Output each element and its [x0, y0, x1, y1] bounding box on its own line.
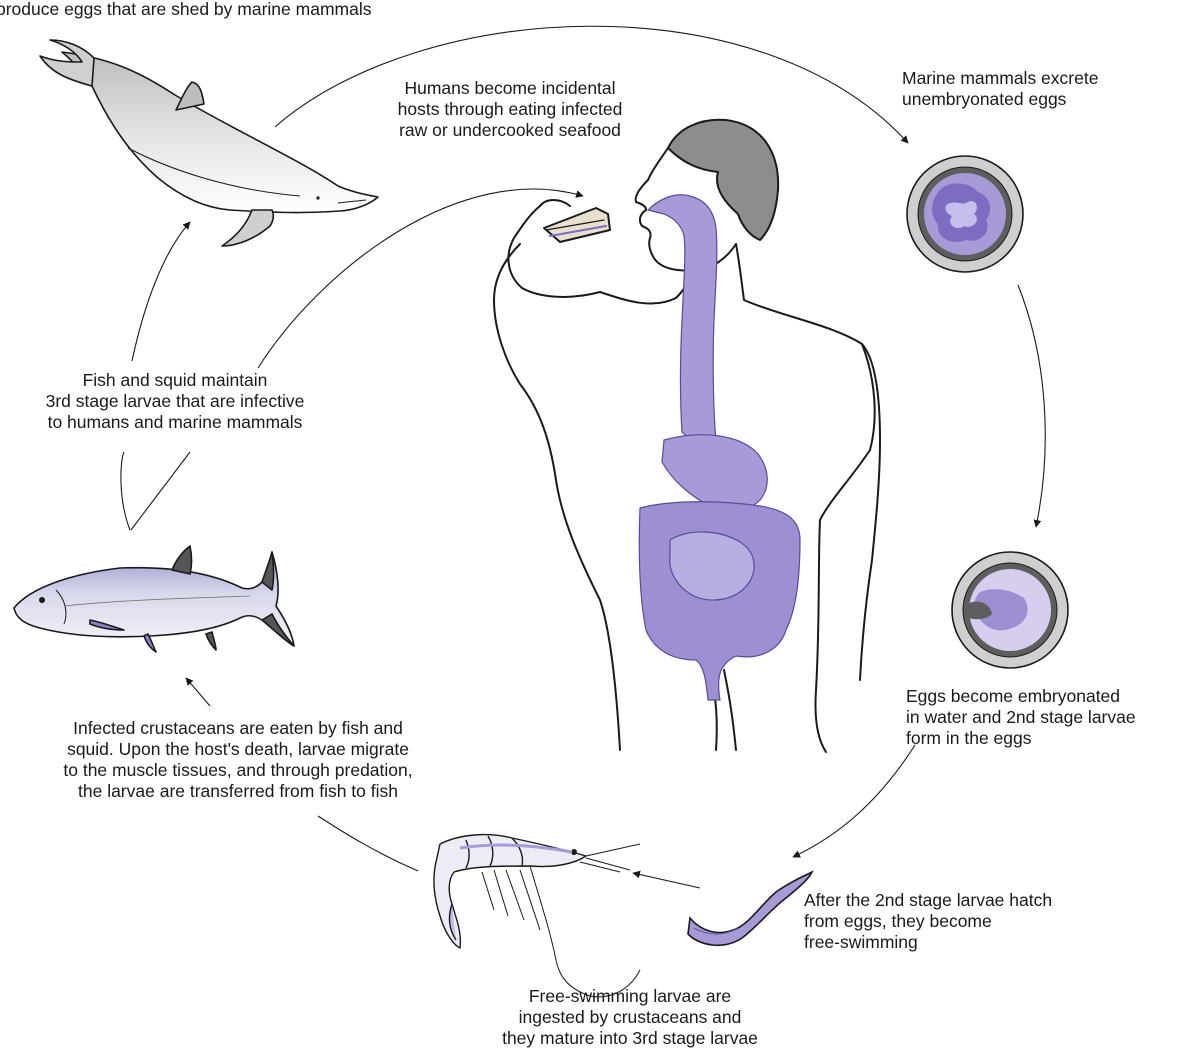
caption-line: Free-swimming larvae are	[460, 986, 800, 1007]
fish-illustration	[14, 546, 294, 652]
digestive-tract	[639, 195, 800, 700]
unembryonated-egg	[907, 156, 1023, 272]
arrow-egg-to-larva	[793, 745, 915, 857]
arrow-fish-to-dolphin-a	[132, 222, 190, 361]
caption-line: squid. Upon the host's death, larvae mig…	[18, 739, 458, 760]
caption-fish-squid: Fish and squid maintain 3rd stage larvae…	[0, 370, 350, 433]
larva-illustration	[688, 872, 812, 945]
arrow-shrimp-cycle-left	[318, 816, 418, 871]
embryonated-egg	[952, 552, 1068, 668]
caption-line: raw or undercooked seafood	[360, 120, 660, 141]
caption-line: Marine mammals excrete	[902, 68, 1098, 89]
shrimp-illustration	[434, 835, 640, 997]
caption-line: free-swimming	[804, 932, 1052, 953]
caption-humans: Humans become incidental hosts through e…	[360, 78, 660, 141]
caption-line: unembryonated eggs	[902, 89, 1098, 110]
caption-line: produce eggs that are shed by marine mam…	[0, 0, 371, 20]
caption-line: the larvae are transferred from fish to …	[18, 781, 458, 802]
caption-line: form in the eggs	[906, 728, 1136, 749]
dolphin-illustration	[40, 40, 378, 246]
arrow-fish-to-human	[131, 452, 190, 530]
caption-line: Humans become incidental	[360, 78, 660, 99]
arrow-to-fish	[186, 678, 210, 706]
arrow-larva-to-shrimp	[633, 873, 700, 888]
caption-line: 3rd stage larvae that are infective	[0, 391, 350, 412]
caption-line: Infected crustaceans are eaten by fish a…	[18, 718, 458, 739]
caption-line: from eggs, they become	[804, 911, 1052, 932]
caption-embryonated: Eggs become embryonated in water and 2nd…	[906, 686, 1136, 749]
caption-line: hosts through eating infected	[360, 99, 660, 120]
arrow-egg-to-embryonated-egg	[1018, 285, 1045, 527]
caption-line: to humans and marine mammals	[0, 412, 350, 433]
caption-hatch: After the 2nd stage larvae hatch from eg…	[804, 890, 1052, 953]
caption-ingested: Free-swimming larvae are ingested by cru…	[460, 986, 800, 1049]
caption-line: they mature into 3rd stage larvae	[460, 1028, 800, 1049]
caption-crustaceans-eaten: Infected crustaceans are eaten by fish a…	[18, 718, 458, 802]
arrow-to-human-mouth	[258, 189, 583, 368]
caption-line: Eggs become embryonated	[906, 686, 1136, 707]
caption-line: to the muscle tissues, and through preda…	[18, 760, 458, 781]
caption-line: Fish and squid maintain	[0, 370, 350, 391]
arrow-fish-to-dolphin-b	[121, 452, 130, 530]
caption-line: ingested by crustaceans and	[460, 1007, 800, 1028]
caption-top-left: produce eggs that are shed by marine mam…	[0, 0, 371, 20]
caption-marine-excrete: Marine mammals excrete unembryonated egg…	[902, 68, 1098, 110]
caption-line: in water and 2nd stage larvae	[906, 707, 1136, 728]
caption-line: After the 2nd stage larvae hatch	[804, 890, 1052, 911]
